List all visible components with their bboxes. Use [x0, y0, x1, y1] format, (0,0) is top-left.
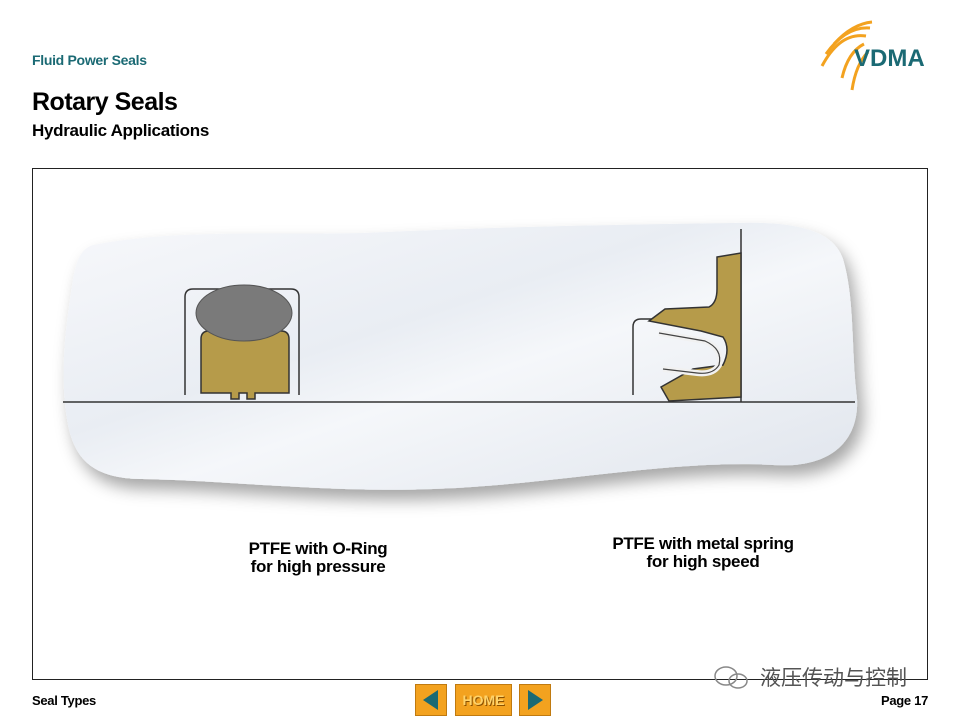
caption-left: PTFE with O-Ring for high pressure [183, 540, 453, 576]
watermark-text: 液压传动与控制 [760, 666, 907, 690]
vdma-logo: VDMA [820, 20, 925, 91]
figure-frame: PTFE with O-Ring for high pressure PTFE … [32, 168, 928, 680]
arrow-left-icon [423, 690, 438, 710]
caption-right-line2: for high speed [646, 552, 760, 571]
slide-title: Rotary Seals [32, 88, 178, 116]
o-ring [195, 284, 293, 342]
slide-subtitle: Hydraulic Applications [32, 121, 209, 140]
wechat-icon [714, 666, 748, 689]
caption-left-line1: PTFE with O-Ring [248, 539, 388, 558]
footer-section-label: Seal Types [32, 693, 96, 708]
caption-right-line1: PTFE with metal spring [612, 534, 794, 553]
logo-text: VDMA [854, 45, 925, 72]
page-number: Page 17 [880, 693, 928, 708]
seal-diagram [63, 222, 858, 490]
header-label: Fluid Power Seals [32, 52, 147, 68]
caption-right: PTFE with metal spring for high speed [573, 535, 833, 571]
arrow-right-icon [528, 690, 543, 710]
home-button-label: HOME [462, 692, 505, 708]
ptfe-seal-right [647, 252, 742, 402]
caption-left-line2: for high pressure [250, 557, 386, 576]
next-page-button[interactable] [519, 684, 551, 716]
ptfe-seal-left [200, 330, 290, 400]
previous-page-button[interactable] [415, 684, 447, 716]
home-button[interactable]: HOME [455, 684, 512, 716]
